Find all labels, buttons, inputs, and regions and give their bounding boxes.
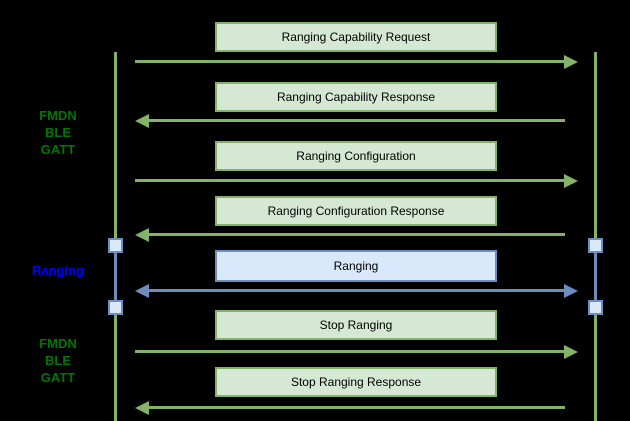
arrowhead-right-icon (564, 345, 578, 359)
arrowhead-left-icon (135, 284, 149, 298)
arrow-shaft (135, 350, 566, 353)
lifeline-handle (588, 238, 603, 253)
message-box-stop-ranging: Stop Ranging (215, 310, 497, 340)
arrow-left-icon (135, 228, 578, 242)
arrowhead-right-icon (564, 284, 578, 298)
message-box-ranging-capability-response: Ranging Capability Response (215, 82, 497, 112)
message-box-ranging-configuration: Ranging Configuration (215, 141, 497, 171)
arrowhead-right-icon (564, 55, 578, 69)
phase-label-line: FMDN (39, 336, 77, 351)
message-box-ranging: Ranging (215, 250, 497, 282)
message-box-stop-ranging-response: Stop Ranging Response (215, 367, 497, 397)
arrow-shaft (147, 289, 566, 292)
lifeline-right (594, 52, 597, 421)
phase-label-line: BLE (45, 353, 71, 368)
arrowhead-left-icon (135, 228, 149, 242)
arrow-shaft (147, 233, 565, 236)
message-label: Ranging Configuration Response (267, 204, 445, 218)
arrow-shaft (135, 60, 566, 63)
message-label: Ranging (333, 259, 379, 273)
arrow-bidirectional-icon (135, 284, 578, 298)
arrow-right-icon (135, 345, 578, 359)
message-box-ranging-configuration-response: Ranging Configuration Response (215, 196, 497, 226)
lifeline-handle (588, 300, 603, 315)
arrow-shaft (147, 119, 565, 122)
message-box-ranging-capability-request: Ranging Capability Request (215, 22, 497, 52)
arrowhead-right-icon (564, 174, 578, 188)
arrow-right-icon (135, 174, 578, 188)
arrowhead-left-icon (135, 114, 149, 128)
phase-label-line: FMDN (39, 108, 77, 123)
message-label: Ranging Capability Response (276, 90, 436, 104)
phase-label-line: BLE (45, 125, 71, 140)
phase-label-line: GATT (40, 142, 76, 157)
phase-label-line: GATT (40, 370, 76, 385)
arrowhead-left-icon (135, 401, 149, 415)
message-label: Stop Ranging Response (290, 375, 422, 389)
lifeline-handle (108, 238, 123, 253)
lifeline-handle (108, 300, 123, 315)
message-label: Ranging Configuration (296, 149, 416, 163)
lifeline-left-ranging-segment (114, 244, 117, 312)
lifeline-right-ranging-segment (594, 244, 597, 312)
arrow-shaft (147, 406, 565, 409)
phase-label-line: Ranging (32, 263, 84, 278)
arrow-left-icon (135, 401, 578, 415)
arrow-right-icon (135, 55, 578, 69)
phase-label-fmdn-ble-gatt-top: FMDN BLE GATT (0, 107, 116, 158)
phase-label-ranging: Ranging (0, 262, 116, 279)
message-label: Stop Ranging (319, 318, 393, 332)
message-label: Ranging Capability Request (281, 30, 431, 44)
arrow-shaft (135, 179, 566, 182)
phase-label-fmdn-ble-gatt-bottom: FMDN BLE GATT (0, 335, 116, 386)
lifeline-left (114, 52, 117, 421)
arrow-left-icon (135, 114, 578, 128)
